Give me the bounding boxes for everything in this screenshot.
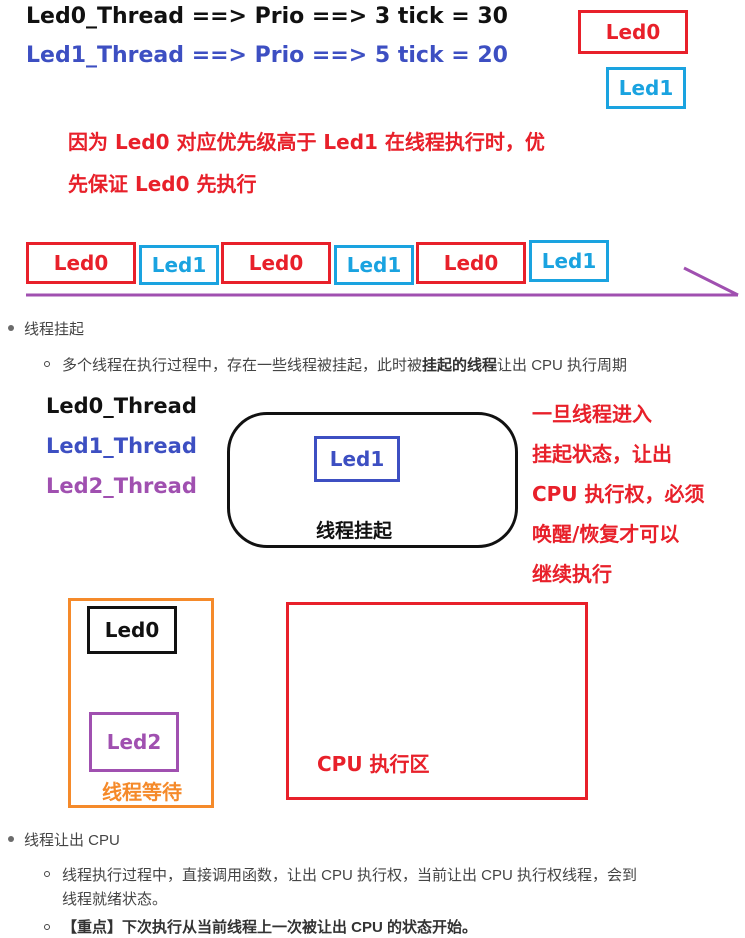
sublist-bullet bbox=[44, 871, 50, 877]
thread1-config-line: Led1_Thread ==> Prio ==> 5 tick = 20 bbox=[26, 43, 508, 68]
waiting-led2-box: Led2 bbox=[89, 712, 179, 772]
cpu-zone bbox=[286, 602, 588, 800]
section-yield-desc-line2: 线程就绪状态。 bbox=[62, 891, 168, 908]
timeline-slot-label: Led0 bbox=[443, 251, 499, 275]
timeline-slot-led0: Led0 bbox=[221, 242, 331, 284]
waiting-led2-label: Led2 bbox=[106, 730, 162, 754]
thread-label-led1: Led1_Thread bbox=[46, 434, 197, 458]
list-bullet bbox=[8, 325, 14, 331]
timeline-slot-led1: Led1 bbox=[334, 245, 414, 285]
section-suspend-desc: 多个线程在执行过程中，存在一些线程被挂起，此时被挂起的线程让出 CPU 执行周期 bbox=[62, 354, 627, 375]
thread-label-led0: Led0_Thread bbox=[46, 394, 197, 418]
desc-text: 多个线程在执行过程中，存在一些线程被挂起，此时被 bbox=[62, 357, 423, 374]
waiting-led0-label: Led0 bbox=[104, 618, 160, 642]
thread0-config-line: Led0_Thread ==> Prio ==> 3 tick = 30 bbox=[26, 4, 508, 29]
section-yield-title: 线程让出 CPU bbox=[24, 832, 120, 849]
timeline-slot-led0: Led0 bbox=[26, 242, 136, 284]
suspend-note-line: 一旦线程进入 bbox=[532, 402, 652, 426]
section-yield-key-point: 【重点】下次执行从当前线程上一次被让出 CPU 的状态开始。 bbox=[62, 916, 477, 937]
legend-led1-label: Led1 bbox=[618, 76, 674, 100]
timeline-slot-led1: Led1 bbox=[139, 245, 219, 285]
legend-led1-box: Led1 bbox=[606, 67, 686, 109]
timeline-arrow bbox=[26, 266, 739, 297]
thread-label-led2: Led2_Thread bbox=[46, 474, 197, 498]
timeline-slot-label: Led0 bbox=[248, 251, 304, 275]
legend-led0-label: Led0 bbox=[605, 20, 661, 44]
suspend-note-line: 唤醒/恢复才可以 bbox=[532, 522, 680, 546]
section-suspend-title: 线程挂起 bbox=[24, 321, 85, 338]
priority-note-line2: 先保证 Led0 先执行 bbox=[68, 172, 257, 196]
timeline-slot-led1: Led1 bbox=[529, 240, 609, 282]
desc-text: 让出 CPU 执行周期 bbox=[497, 357, 628, 374]
list-bullet bbox=[8, 836, 14, 842]
section-yield-desc-line1: 线程执行过程中，直接调用函数，让出 CPU 执行权，当前让出 CPU 执行权线程… bbox=[62, 867, 638, 884]
suspend-note-line: 继续执行 bbox=[532, 562, 612, 586]
timeline-slot-led0: Led0 bbox=[416, 242, 526, 284]
suspend-zone bbox=[227, 412, 518, 548]
suspend-note: 一旦线程进入 挂起状态，让出 CPU 执行权，必须 唤醒/恢复才可以 继续执行 bbox=[532, 394, 705, 594]
cpu-zone-label: CPU 执行区 bbox=[317, 752, 430, 776]
legend-led0-box: Led0 bbox=[578, 10, 688, 54]
suspend-note-line: CPU 执行权，必须 bbox=[532, 482, 705, 506]
suspend-note-line: 挂起状态，让出 bbox=[532, 442, 672, 466]
key-point-text: 【重点】下次执行从当前线程上一次被让出 CPU 的状态开始。 bbox=[62, 919, 478, 936]
desc-bold-text: 挂起的线程 bbox=[422, 357, 498, 374]
wait-zone-label: 线程等待 bbox=[102, 780, 182, 804]
wait-zone bbox=[68, 598, 214, 808]
timeline-slot-label: Led0 bbox=[53, 251, 109, 275]
timeline-slot-label: Led1 bbox=[541, 249, 597, 273]
sublist-bullet bbox=[44, 924, 50, 930]
sublist-bullet bbox=[44, 361, 50, 367]
waiting-led0-box: Led0 bbox=[87, 606, 177, 654]
timeline-slot-label: Led1 bbox=[151, 253, 207, 277]
suspended-led1-label: Led1 bbox=[329, 447, 385, 471]
priority-note-line1: 因为 Led0 对应优先级高于 Led1 在线程执行时，优 bbox=[68, 130, 545, 154]
suspended-led1-box: Led1 bbox=[314, 436, 400, 482]
timeline-slot-label: Led1 bbox=[346, 253, 402, 277]
suspend-zone-label: 线程挂起 bbox=[316, 520, 393, 542]
